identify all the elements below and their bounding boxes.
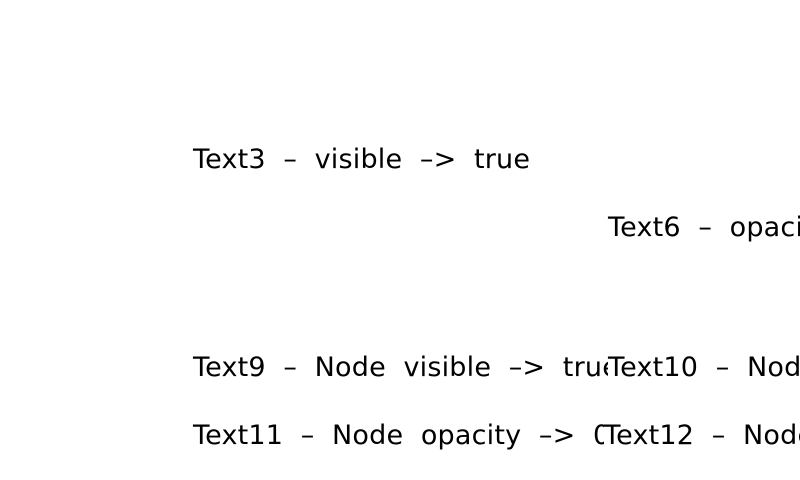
text-label-text9: Text9 – Node visible –> true	[193, 352, 620, 383]
text-label-text11: Text11 – Node opacity –> 0.5	[193, 420, 637, 451]
text-label-text12: Text12 – Node visible –> false	[604, 422, 800, 449]
text-label-text3: Text3 – visible –> true	[193, 144, 531, 175]
text-label-text6: Text6 – opacity –> 0.5	[608, 214, 800, 241]
text-label-text10: Text10 – Node opacity –> 1.0	[608, 354, 800, 381]
